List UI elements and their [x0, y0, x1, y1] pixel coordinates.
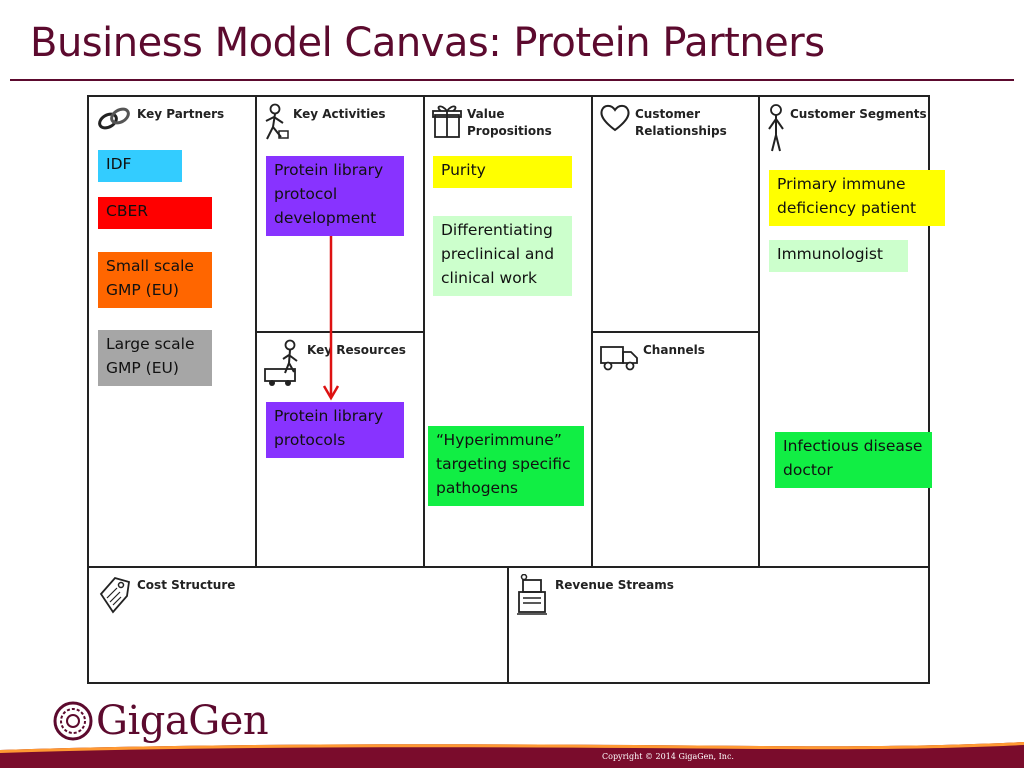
note-idf: IDF [98, 150, 182, 182]
worker-icon [265, 103, 289, 140]
cash-register-icon [517, 574, 547, 615]
customer-relationships-section: Customer Relationships [591, 95, 760, 333]
cost-structure-title: Cost Structure [137, 578, 236, 592]
footer-swoosh [0, 742, 1024, 768]
key-activities-title: Key Activities [293, 107, 386, 121]
note-immunologist: Immunologist [769, 240, 908, 272]
revenue-streams-section: Revenue Streams [507, 566, 930, 684]
customer-segments-title: Customer Segments [790, 107, 927, 121]
channels-title: Channels [643, 343, 705, 357]
note-hyperimmune: “Hyperimmune” targeting specific pathoge… [428, 426, 584, 506]
note-purity: Purity [433, 156, 572, 188]
gift-box-icon [432, 105, 462, 138]
chain-link-icon [98, 107, 130, 130]
note-differentiating: Differentiating preclinical and clinical… [433, 216, 572, 296]
note-protein-library-protocols: Protein library protocols [266, 402, 404, 458]
price-tag-icon [99, 576, 131, 614]
note-protein-library-development: Protein library protocol development [266, 156, 404, 236]
factory-worker-icon [264, 339, 298, 386]
note-large-scale-gmp: Large scale GMP (EU) [98, 330, 212, 386]
copyright-text: Copyright © 2014 GigaGen, Inc. [602, 752, 734, 761]
customer-relationships-title: Customer Relationships [635, 107, 727, 138]
cost-structure-section: Cost Structure [87, 566, 509, 684]
channels-section: Channels [591, 331, 760, 568]
title-underline [10, 79, 1014, 81]
truck-icon [600, 346, 638, 371]
note-primary-immune-deficiency: Primary immune deficiency patient [769, 170, 945, 226]
person-icon [768, 104, 784, 152]
note-cber: CBER [98, 197, 212, 229]
note-small-scale-gmp: Small scale GMP (EU) [98, 252, 212, 308]
key-partners-title: Key Partners [137, 107, 225, 121]
revenue-streams-title: Revenue Streams [555, 578, 674, 592]
gigagen-logo: GigaGen [52, 698, 269, 744]
heart-icon [600, 104, 630, 132]
slide-title: Business Model Canvas: Protein Partners [30, 20, 825, 66]
value-propositions-title: Value Propositions [467, 107, 552, 138]
key-resources-title: Key Resources [307, 343, 406, 357]
logo-emblem-icon [53, 701, 93, 741]
customer-segments-section: Customer Segments [758, 95, 930, 568]
note-infectious-disease-doctor: Infectious disease doctor [775, 432, 932, 488]
logo-text: GigaGen [96, 698, 269, 744]
